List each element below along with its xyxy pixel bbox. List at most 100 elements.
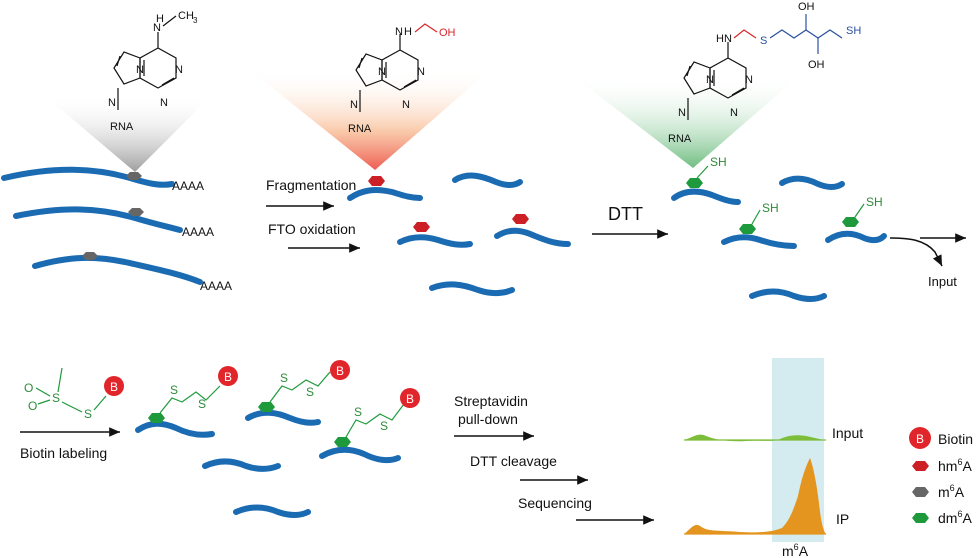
linker-s-label: S [170,383,178,397]
fragmentation-label: Fragmentation [266,177,356,193]
svg-text:N: N [378,66,386,78]
dm6A-cone [572,75,800,168]
m6A-methyl-label: CH [178,10,194,22]
rna-fragment [347,187,423,201]
thiol-label: SH [866,195,883,209]
legend-label: m6A [938,483,965,500]
hm6A-cone [250,70,490,170]
rna-strand [1,166,175,188]
rna-fragment [135,420,215,438]
fto-oxidation-label: FTO oxidation [268,221,356,237]
streptavidin-label: Streptavidin [454,393,528,409]
dm6A-rna-label: RNA [668,133,692,145]
sequencing-label: Sequencing [518,495,592,511]
dm6A-oh1-label: OH [798,1,815,13]
polyA-3: AAAA [200,279,232,293]
legend-biotin-icon [909,427,931,449]
svg-text:N: N [745,74,753,86]
biotin-icon [330,360,350,380]
ip-coverage-track [684,458,826,534]
oxidized-fragments [347,172,571,296]
svg-text:N: N [350,99,358,111]
biotin-symbol: B [406,392,414,406]
biotinylated-fragments [135,409,401,518]
legend-hm6A-icon [912,461,929,471]
thiol-label: SH [710,155,727,169]
biotin-labeling-label: Biotin labeling [20,445,107,461]
input-track-label: Input [832,425,863,441]
svg-text:N: N [136,64,144,76]
biotin-symbol: B [224,370,232,384]
legend-m6A-icon [912,487,929,497]
reagent-o-label: O [24,381,33,395]
rna-fragment [671,188,741,205]
linker-s-label: S [280,371,288,385]
rna-fragment [825,230,887,244]
biotin-icon [400,388,420,408]
linker-s-label: S [354,405,362,419]
input-label: Input [928,274,957,289]
hm6A-marks [368,176,529,232]
rna-fragment [494,227,571,247]
ring-labels: N N N N N N N N N N N N [108,64,753,119]
reagent-s-label: S [84,407,92,421]
rna-fragment [721,234,797,249]
biotin-icon [218,366,238,386]
dtt-label: DTT [608,204,643,224]
biotin-symbol: B [336,364,344,378]
rna-fragment [245,409,321,426]
input-split-arrow [889,237,943,267]
thiol-label: SH [762,201,779,215]
dm6A-marks-top [686,178,859,234]
hm6A-structure: N H OH RNA [348,23,456,135]
full-length-rnas [1,166,203,285]
m6A-h-label: H [156,13,164,25]
svg-text:N: N [730,107,738,119]
legend-label: Biotin [938,431,973,447]
linker-s-label: S [380,419,388,433]
legend-dm6A-icon [912,513,929,523]
polyA-2: AAAA [182,225,214,239]
m6A-nh-label: N [153,22,161,34]
rna-fragment [452,172,523,188]
legend-label: hm6A [938,457,972,474]
rna-fragment [319,446,401,464]
rna-fragment [779,175,845,190]
svg-text:N: N [417,66,425,78]
rna-fragment [202,458,281,472]
biotin-reagent: O O S S B [24,367,124,421]
svg-text:N: N [108,97,116,109]
svg-text:N: N [706,74,714,86]
svg-text:N: N [402,99,410,111]
biotin-symbol: B [110,380,118,394]
linker-s-label: S [198,397,206,411]
dm6A-structure: HN S OH OH SH RNA [668,1,861,145]
m6A-structure: N H CH 3 RNA [110,10,198,133]
biotin-icon [104,376,124,396]
m6A-marks-full [82,172,144,260]
hm6A-h-label: H [404,26,412,38]
dm6A-oh2-label: OH [808,59,825,71]
m6A-rna-label: RNA [110,121,134,133]
thiol-linkers [696,165,865,225]
hm6A-nh-label: N [395,26,403,38]
legend-biotin-symbol: B [916,432,924,446]
reagent-o-label: O [28,399,37,413]
m6A-axis-label: m6A [782,542,809,558]
reagent-s-label: S [52,391,60,405]
rna-strand [32,254,203,285]
m6A-cone [44,95,212,172]
rna-fragment [397,234,473,248]
rna-fragment [749,288,827,302]
ip-track-label: IP [836,511,849,527]
svg-text:N: N [160,97,168,109]
linker-s-label: S [306,385,314,399]
rna-fragment [429,281,515,296]
legend-label: dm6A [938,509,972,526]
thiol-fragments [671,175,887,302]
pulldown-label: pull-down [458,411,518,427]
dm6A-marks-bottom [148,402,351,447]
dm6A-sh-label: SH [846,25,861,37]
polyA-1: AAAA [172,179,204,193]
